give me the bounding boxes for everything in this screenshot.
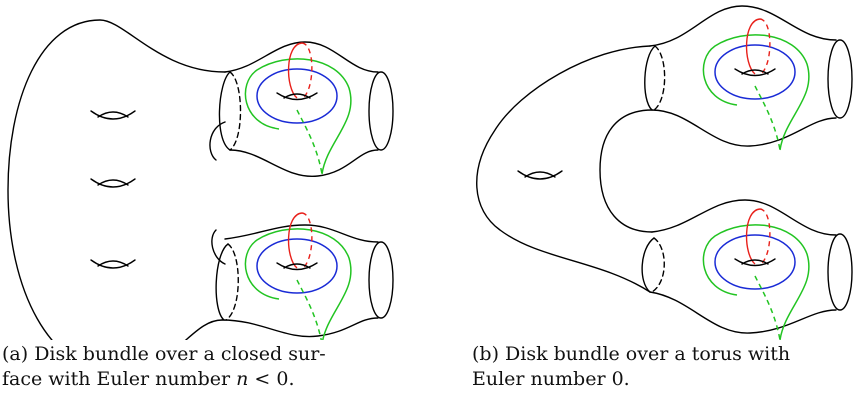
caption-b-line1: (b) Disk bundle over a torus with <box>472 343 791 365</box>
upper-tube-a <box>218 41 394 177</box>
caption-a-math: n <box>236 368 249 390</box>
handle-hole-icon <box>90 110 136 120</box>
surface-outline-b <box>476 45 651 293</box>
caption-a-suffix: < 0. <box>248 368 295 390</box>
caption-a-line1: (a) Disk bundle over a closed sur- <box>2 343 326 365</box>
figure-canvas <box>7 5 853 340</box>
surface-outline-a <box>7 19 226 340</box>
lower-tube-b <box>641 199 853 340</box>
diagram-b <box>476 5 853 340</box>
surface-notch-a <box>209 121 226 161</box>
handle-hole-icon <box>517 170 563 180</box>
caption-b-line2: Euler number 0. <box>472 368 630 390</box>
caption-b: (b) Disk bundle over a torus with Euler … <box>472 342 790 392</box>
surface-inner-b <box>599 109 653 233</box>
lower-tube-a <box>215 212 394 340</box>
handle-hole-icon <box>90 178 136 188</box>
caption-a-line2: face with Euler number n < 0. <box>2 367 326 392</box>
diagram-a <box>7 19 394 340</box>
handle-hole-icon <box>90 259 136 269</box>
upper-tube-b <box>644 5 853 151</box>
caption-a: (a) Disk bundle over a closed sur- face … <box>2 342 326 392</box>
caption-a-prefix: face with Euler number <box>2 368 237 390</box>
